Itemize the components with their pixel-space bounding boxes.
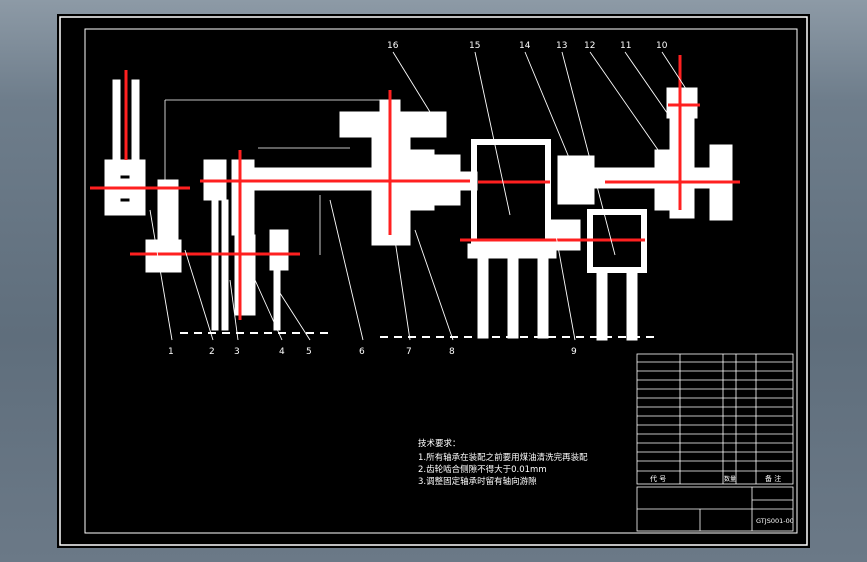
callout-11: 11: [620, 41, 631, 51]
notes-title: 技术要求：: [418, 438, 461, 449]
col-qty: 数量: [724, 475, 736, 483]
main-housing: [471, 139, 551, 247]
col-remark: 备 注: [765, 474, 781, 483]
callout-12: 12: [584, 41, 595, 51]
stand-leg-4: [596, 269, 608, 341]
parts-list-header: 代 号 数量 备 注: [650, 474, 781, 483]
callout-9: 9: [571, 347, 577, 357]
lower-left-coupling: [145, 239, 182, 273]
callout-10: 10: [656, 41, 668, 51]
dimension-lines: [164, 99, 385, 255]
gear-housing-3: [269, 229, 289, 271]
leader-lines: [149, 51, 691, 341]
callout-5: 5: [306, 347, 312, 357]
motor-small: [549, 219, 581, 251]
left-upright-1: [112, 79, 121, 161]
assembly-drawing: [104, 79, 733, 341]
stand-leg-5: [626, 269, 638, 341]
notes-line-1: 1.所有轴承在装配之前要用煤油清洗完再装配: [418, 452, 588, 463]
spur-gear: [234, 234, 256, 316]
callout-15: 15: [469, 41, 480, 51]
stand-leg-3: [537, 257, 549, 339]
callout-6: 6: [359, 347, 365, 357]
right-coupling: [557, 155, 595, 205]
technical-notes: 技术要求： 1.所有轴承在装配之前要用煤油清洗完再装配 2.齿轮啮合侧隙不得大于…: [418, 438, 588, 487]
callout-8: 8: [449, 347, 455, 357]
stand-leg-1: [477, 257, 489, 339]
drawing-number: GTJS001-00: [756, 517, 794, 525]
callout-4: 4: [279, 347, 285, 357]
support-leg-3: [273, 269, 281, 331]
right-top-cap: [666, 87, 698, 119]
outer-border: [59, 16, 808, 546]
support-leg-1: [211, 199, 219, 331]
callout-1: 1: [168, 347, 174, 357]
callouts: 1 2 3 4 5 6 7 8 9 10 11 12 13 14 15 16: [168, 41, 668, 357]
centerlines: [90, 55, 740, 320]
callout-7: 7: [406, 347, 412, 357]
callout-3: 3: [234, 347, 240, 357]
callout-14: 14: [519, 41, 531, 51]
notes-line-3: 3.调整固定轴承时留有轴向游隙: [418, 476, 537, 487]
main-shaft-right: [593, 167, 661, 189]
notes-line-2: 2.齿轮啮合侧隙不得大于0.01mm: [418, 464, 547, 475]
stand-leg-2: [507, 257, 519, 339]
callout-2: 2: [209, 347, 215, 357]
main-shaft-left: [253, 167, 375, 191]
col-code: 代 号: [650, 474, 666, 483]
callout-16: 16: [387, 41, 399, 51]
gear-housing-2: [231, 159, 255, 236]
callout-13: 13: [556, 41, 567, 51]
support-leg-2: [221, 199, 229, 331]
inner-border: [84, 28, 798, 534]
title-block: [636, 486, 794, 532]
parts-list: [636, 353, 794, 485]
left-upright-2: [131, 79, 140, 161]
